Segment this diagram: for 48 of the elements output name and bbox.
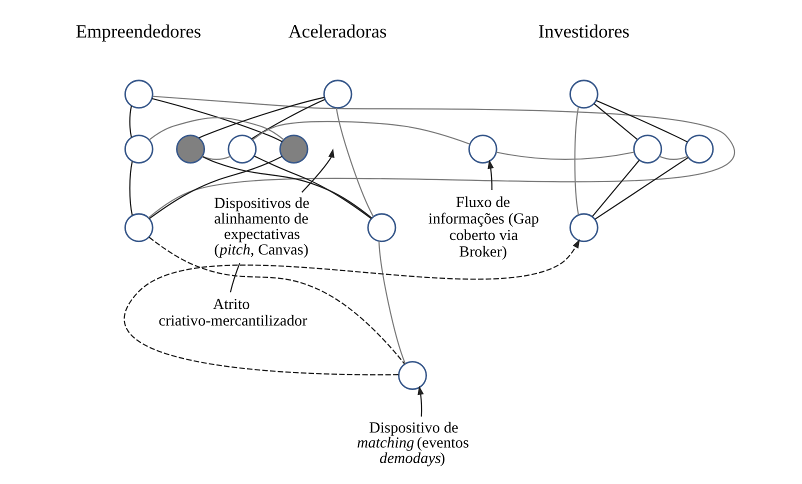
connector — [148, 116, 284, 140]
node-circle — [569, 79, 598, 108]
label: Empreendedores — [76, 21, 202, 42]
connector — [202, 156, 372, 218]
arrow — [301, 148, 334, 192]
connector — [594, 156, 689, 220]
connector — [198, 96, 325, 138]
node-text: Atrito criativo-mercantilizador — [158, 296, 308, 330]
node-circle — [124, 134, 154, 164]
connector — [496, 151, 634, 160]
connector — [152, 97, 282, 142]
connector — [230, 262, 240, 292]
node-circle — [323, 79, 352, 108]
connector — [378, 240, 406, 364]
node-circle — [367, 212, 396, 242]
connector — [596, 99, 688, 142]
label: Investidores — [538, 21, 630, 42]
node-circle — [279, 134, 308, 164]
node-circle — [633, 134, 662, 164]
node-text: Fluxo de informações (Gap coberto via Broker) — [428, 194, 540, 260]
node-circle — [176, 134, 206, 164]
connector — [251, 98, 325, 139]
connector — [594, 102, 638, 140]
node-circle — [228, 134, 257, 164]
connector — [148, 236, 406, 364]
node-circle — [684, 134, 714, 164]
arrow — [488, 159, 494, 190]
connector — [336, 107, 374, 216]
connector — [129, 160, 133, 215]
connector — [574, 106, 580, 214]
node-circle — [124, 212, 154, 242]
connector — [129, 105, 132, 137]
node-circle — [569, 212, 598, 242]
connector — [148, 95, 734, 218]
node-circle — [398, 360, 427, 390]
connector — [254, 155, 372, 218]
node-text: Dispositivos de alinhamento de expectativas (pitch, Canvas) — [214, 194, 310, 258]
label: Aceleradoras — [288, 21, 387, 42]
node-circle — [468, 134, 498, 164]
node-text: Dispositivo de matching (eventos demodays) — [357, 418, 469, 467]
node-circle — [124, 79, 154, 108]
connector — [202, 155, 231, 160]
arrow — [125, 238, 580, 375]
connector — [149, 155, 282, 219]
connector — [252, 120, 470, 144]
connector — [592, 159, 640, 216]
connector — [659, 155, 688, 160]
arrow — [418, 385, 424, 416]
